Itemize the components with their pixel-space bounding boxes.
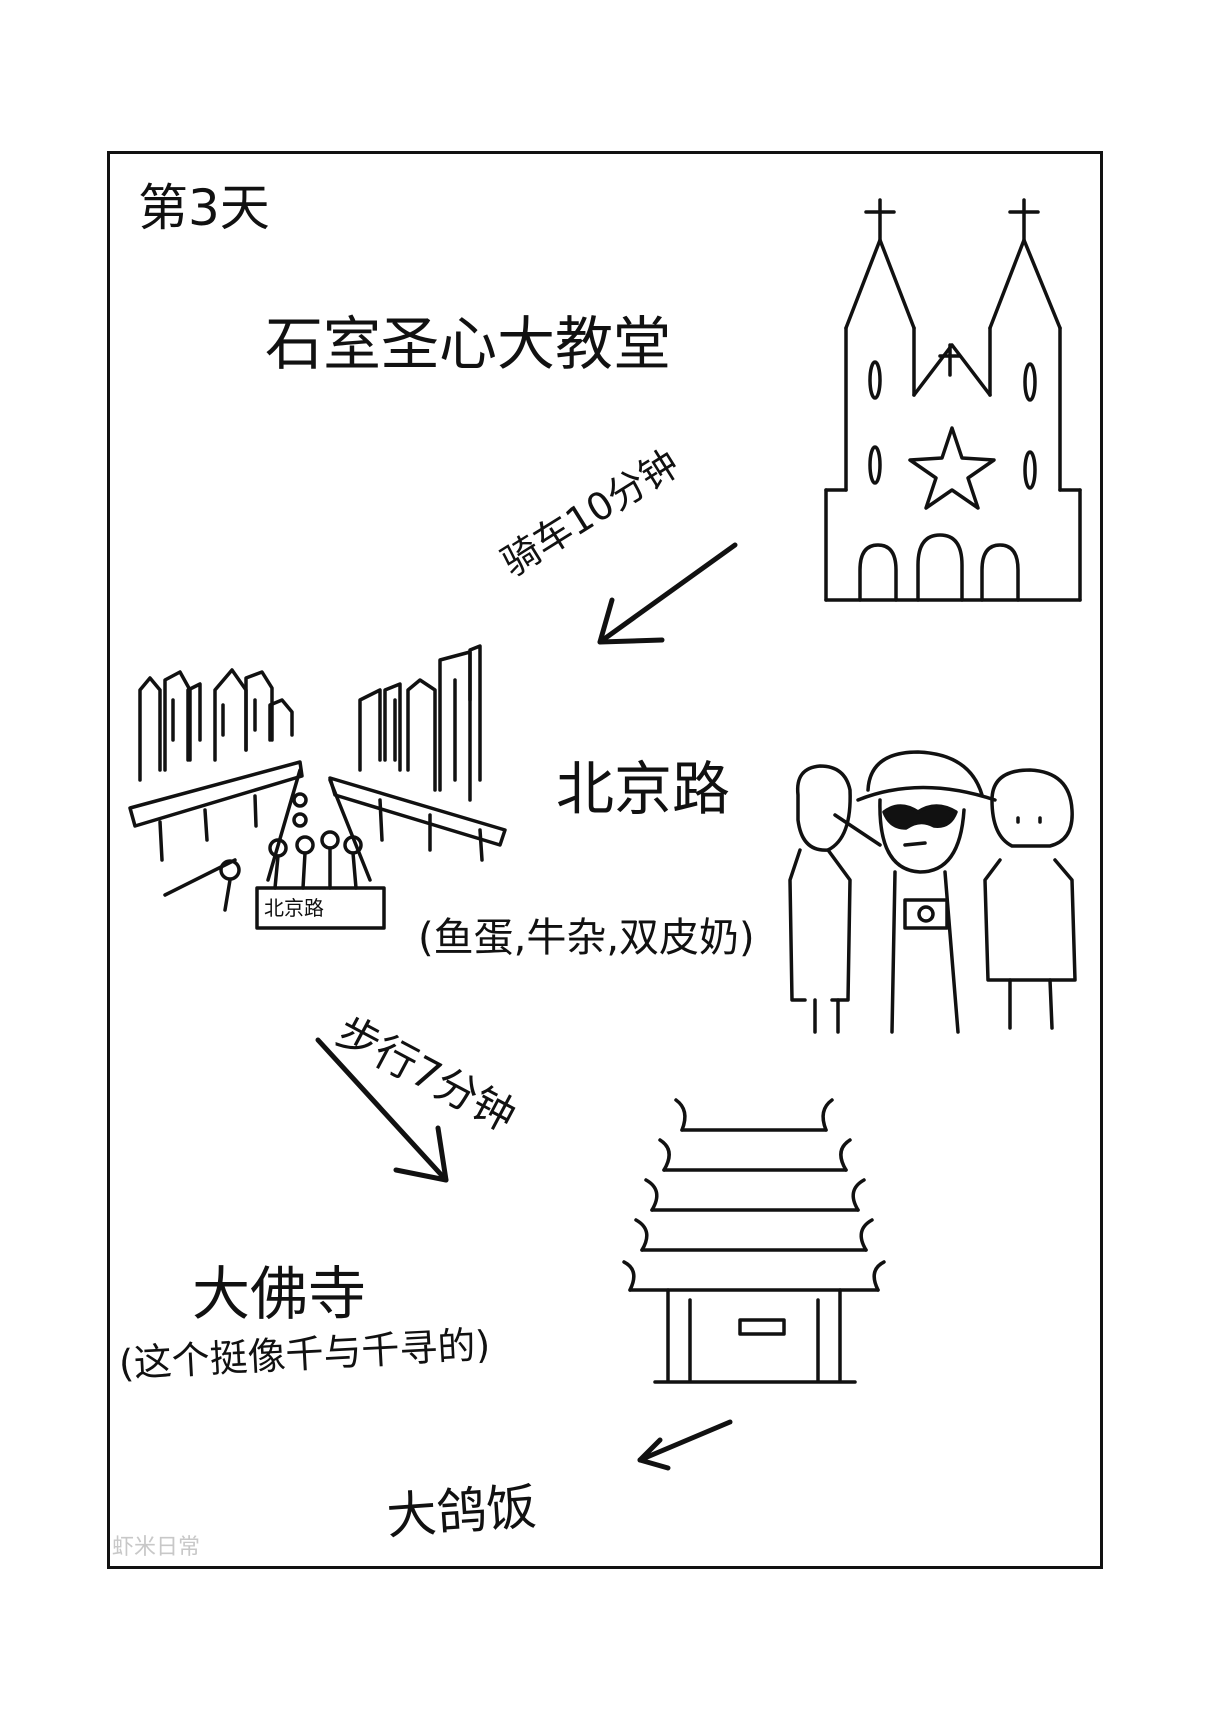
cathedral-icon <box>824 198 1082 602</box>
tourists-icon <box>788 750 1077 1034</box>
meal-arrow <box>637 1419 733 1471</box>
watermark: 虾米日常 <box>112 1535 201 1560</box>
road-name: 北京路 <box>556 755 731 823</box>
ride-arrow <box>597 542 738 645</box>
walk-arrow <box>315 1037 449 1183</box>
meal-name: 大鸽饭 <box>384 1477 539 1546</box>
day-title: 第3天 <box>138 179 270 237</box>
pagoda-icon <box>622 1098 886 1384</box>
street-scene-icon <box>128 644 507 930</box>
comic-panel-frame <box>107 151 1103 1569</box>
temple-name: 大佛寺 <box>192 1260 367 1328</box>
road-foods-label: (鱼蛋,牛杂,双皮奶) <box>418 915 755 961</box>
cathedral-name: 石室圣心大教堂 <box>265 310 672 378</box>
street-sign-label: 北京路 <box>264 896 324 920</box>
